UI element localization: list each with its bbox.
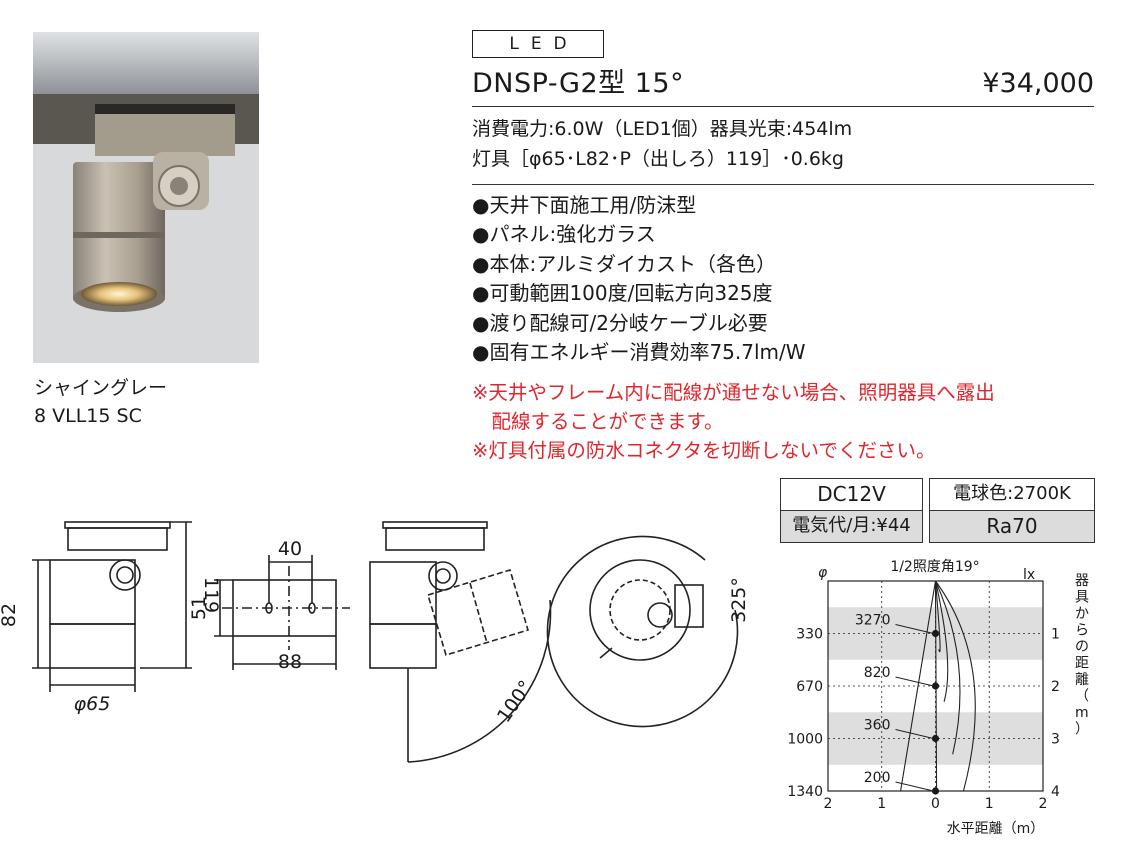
dim-mount-width: 88 <box>278 651 302 673</box>
spec-dimensions: 灯具［φ65･L82･P（出しろ）119］･0.6kg <box>472 148 844 170</box>
note-wiring: ※天井やフレーム内に配線が通せない場合、照明器具へ露出 <box>472 381 995 404</box>
distance-tick-label: 4 <box>1051 784 1060 800</box>
feature-item: ●固有エネルギー消費効率75.7lm/W <box>472 340 806 364</box>
isolux-curve <box>934 580 961 755</box>
dim-height-body: 82 <box>0 603 20 627</box>
spotlight-image <box>33 32 259 363</box>
illuminance-point <box>931 629 940 638</box>
illuminance-leader <box>895 676 934 687</box>
illuminance-point <box>931 682 940 690</box>
beam-diameter-label: 1340 <box>787 784 823 800</box>
dim-mount-pitch: 40 <box>278 538 302 560</box>
spec-power: 消費電力:6.0W（LED1個）器具光束:454lm <box>472 118 853 140</box>
illuminance-leader <box>895 624 934 634</box>
illuminance-point <box>931 787 940 795</box>
variant-code: 8 VLL15 SC <box>34 405 142 427</box>
distance-tick-label: 1 <box>1051 627 1060 643</box>
light-distribution-chart: 2 1 0 1 2 1 2 3 4 330 670 1000 1340 3270 820 360 200 φ 1/2… <box>787 559 1089 837</box>
model-name: DNSP-G2型 15° <box>472 68 685 99</box>
dim-height-total: 119 <box>200 577 222 613</box>
dim-mount-height: 51 <box>188 596 210 620</box>
beam-diameter-label: 670 <box>796 679 823 695</box>
illuminance-label: 3270 <box>855 613 891 629</box>
rotation-view-drawing <box>546 535 739 728</box>
tilt-view-drawing <box>369 521 552 763</box>
illuminance-label: 360 <box>864 718 891 734</box>
x-tick-label: 1 <box>985 796 994 812</box>
isolux-curve <box>934 580 941 653</box>
divider <box>472 184 1094 186</box>
side-view-drawing <box>32 521 192 692</box>
isolux-curve <box>935 580 976 792</box>
dim-diameter: φ65 <box>74 693 111 715</box>
dimension-drawings: 82 119 φ65 40 88 51 100° 325° <box>0 521 750 763</box>
note-wiring-cont: 配線することができます。 <box>472 410 724 433</box>
divider <box>472 106 1094 108</box>
cri-cell: Ra70 <box>929 510 1095 543</box>
chart-title: 1/2照度角19° <box>890 559 979 575</box>
feature-item: ●本体:アルミダイカスト（各色） <box>472 252 776 276</box>
led-badge: LED <box>472 30 604 58</box>
feature-item: ●渡り配線可/2分岐ケーブル必要 <box>472 311 768 335</box>
x-tick-label: 0 <box>931 796 940 812</box>
distance-tick-label: 3 <box>1051 732 1060 748</box>
feature-item: ●パネル:強化ガラス <box>472 222 656 246</box>
beam-half-angle-line <box>900 580 937 792</box>
color-temp-cell: 電球色:2700K <box>929 478 1095 511</box>
dim-tilt-angle: 100° <box>493 677 537 727</box>
chart-right-label: 器具からの距離（m） <box>1075 573 1089 738</box>
feature-item: ●天井下面施工用/防沫型 <box>472 193 697 217</box>
illuminance-leader <box>895 781 934 792</box>
illuminance-label: 200 <box>864 770 891 786</box>
illuminance-point <box>931 734 940 743</box>
beam-diameter-label: 330 <box>796 627 823 643</box>
x-tick-label: 1 <box>877 796 886 812</box>
note-connector: ※灯具付属の防水コネクタを切断しないでください。 <box>472 439 936 462</box>
beam-diameter-label: 1000 <box>787 732 823 748</box>
chart-unit-label: lx <box>1023 567 1035 583</box>
price: ¥34,000 <box>982 68 1094 99</box>
x-tick-label: 2 <box>1039 796 1048 812</box>
illuminance-leader <box>895 729 934 739</box>
illuminance-label: 820 <box>864 665 891 681</box>
feature-item: ●可動範囲100度/回転方向325度 <box>472 281 773 305</box>
monthly-cost-cell: 電気代/月:¥44 <box>780 510 923 543</box>
distance-tick-label: 2 <box>1051 679 1060 695</box>
chart-x-axis-label: 水平距離（m） <box>947 820 1045 837</box>
mount-plate-drawing <box>214 555 350 670</box>
chart-left-header: φ <box>818 565 828 581</box>
product-photo <box>33 32 259 363</box>
x-tick-label: 2 <box>824 796 833 812</box>
dim-rotation-angle: 325° <box>728 577 750 623</box>
variant-color: シャイングレー <box>34 377 168 399</box>
isolux-curve <box>934 580 949 702</box>
voltage-cell: DC12V <box>780 478 923 511</box>
